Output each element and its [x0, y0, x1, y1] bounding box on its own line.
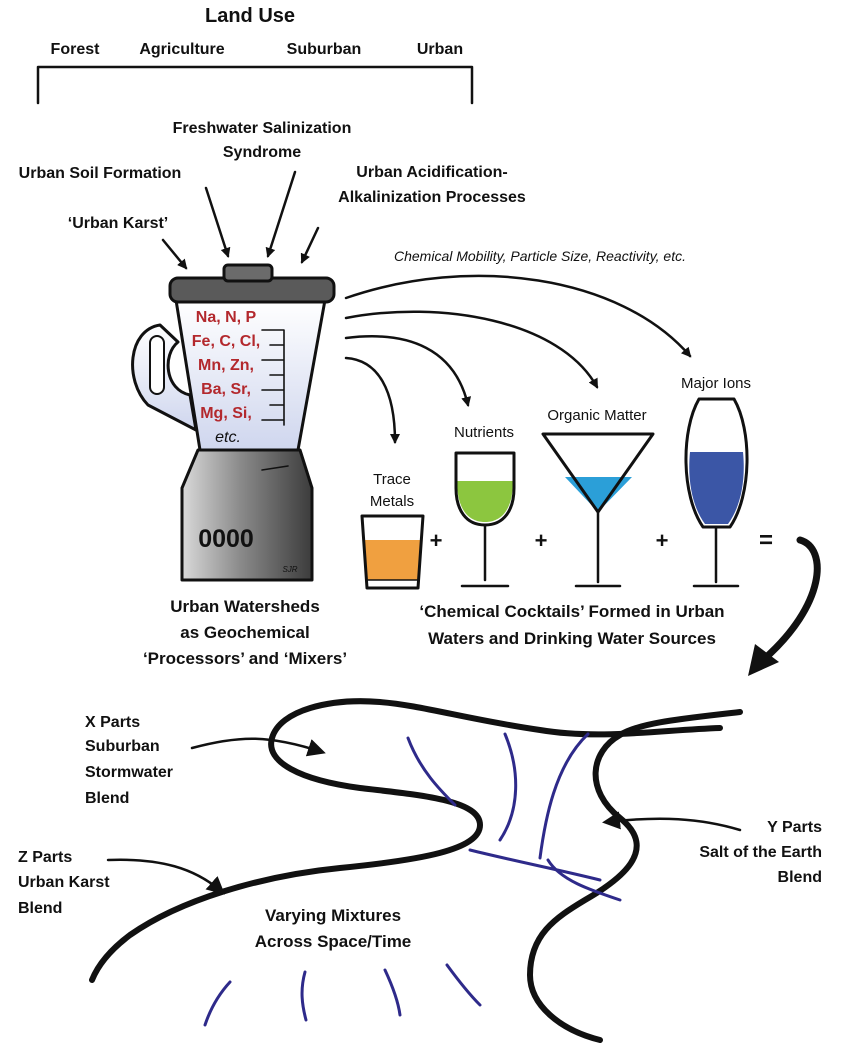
trace-metals-liquid [363, 540, 422, 580]
flow-line-2 [498, 732, 518, 842]
land-use-urban: Urban [417, 41, 463, 58]
element-line-4: Ba, Sr, [201, 381, 251, 398]
z-parts-line1: Z Parts [18, 849, 72, 866]
martini-glass-bowl [541, 432, 655, 514]
z-parts-line3: Blend [18, 900, 62, 917]
soil-formation-label: Urban Soil Formation [19, 165, 182, 182]
river-east-bank [527, 709, 743, 1043]
y-parts-line2: Salt of the Earth [699, 844, 822, 861]
trace-metals-glass [360, 514, 425, 590]
flow-line-4 [468, 848, 602, 882]
cocktails-caption-line1: ‘Chemical Cocktails’ Formed in Urban [419, 602, 724, 621]
mixtures-line1: Varying Mixtures [265, 906, 401, 925]
z-parts-line2: Urban Karst [18, 874, 110, 891]
urban-karst-label: ‘Urban Karst’ [68, 215, 168, 232]
x-parts-line4: Blend [85, 790, 129, 807]
organic-matter-glass [541, 432, 655, 588]
tall-glass-bowl [684, 397, 749, 529]
x-parts-arrow [190, 737, 326, 757]
cocktails-caption-line2: Waters and Drinking Water Sources [428, 629, 716, 648]
flow-line-5 [546, 858, 622, 902]
flow-line-3 [538, 732, 590, 860]
blender-measure-marks [261, 329, 285, 426]
element-line-3: Mn, Zn, [198, 357, 254, 374]
x-parts-line1: X Parts [85, 714, 140, 731]
flow-line-9 [445, 963, 482, 1007]
mixtures-line2: Across Space/Time [255, 932, 412, 951]
y-parts-arrow [602, 811, 742, 832]
blender-lid-cap [222, 263, 274, 283]
salinization-label-line1: Freshwater Salinization [173, 120, 352, 137]
big-arrow-shaft [759, 536, 821, 664]
blender-caption-line1: Urban Watersheds [170, 597, 320, 616]
element-line-2: Fe, C, Cl, [192, 333, 260, 350]
blender-base-highlight [261, 465, 289, 471]
organic-matter-liquid [565, 477, 632, 512]
major-ions-label: Major Ions [681, 375, 751, 392]
element-line-6: etc. [215, 429, 241, 446]
flow-line-8 [383, 968, 402, 1017]
arrow-to-organic-matter [344, 310, 599, 389]
land-use-agriculture: Agriculture [139, 41, 224, 58]
flow-line-6 [203, 980, 232, 1027]
organic-matter-label: Organic Matter [547, 407, 646, 424]
nutrients-liquid [457, 481, 513, 522]
wine-glass-stem [460, 523, 510, 588]
y-parts-line1: Y Parts [767, 819, 822, 836]
blender-caption-line2: as Geochemical [180, 623, 309, 642]
element-line-5: Mg, Si, [200, 405, 252, 422]
x-parts-line2: Suburban [85, 738, 160, 755]
tall-glass-stem [692, 525, 740, 588]
x-parts-line3: Stormwater [85, 764, 173, 781]
land-use-bracket [36, 65, 474, 105]
salinization-label-line2: Syndrome [223, 144, 301, 161]
element-line-1: Na, N, P [196, 309, 257, 326]
river-west-bank [89, 698, 723, 983]
blender-buttons: 0000 [198, 525, 254, 553]
trace-metals-label-line1: Trace [373, 471, 411, 488]
nutrients-glass [454, 451, 516, 588]
y-parts-line3: Blend [778, 869, 822, 886]
arrow-to-nutrients [344, 335, 472, 407]
nutrients-label: Nutrients [454, 424, 514, 441]
martini-glass-stem [574, 510, 622, 588]
acidification-label-line1: Urban Acidification- [356, 164, 507, 181]
shot-glass-outline [360, 514, 425, 590]
mobility-caption: Chemical Mobility, Particle Size, Reacti… [394, 248, 686, 264]
big-arrow-head [748, 644, 779, 676]
flow-line-7 [300, 970, 308, 1022]
flow-line-1 [406, 736, 457, 807]
land-use-forest: Forest [51, 41, 101, 58]
arrow-to-major-ions [344, 274, 692, 358]
blender: 0000 SJR Na, N, P Fe, C, Cl, Mn, Zn, Ba,… [131, 263, 336, 582]
plus-sign-2: + [535, 528, 548, 553]
blender-caption-line3: ‘Processors’ and ‘Mixers’ [143, 649, 347, 668]
land-use-title: Land Use [205, 5, 295, 27]
major-ions-glass [684, 397, 749, 588]
equals-sign: = [759, 527, 773, 554]
karst-arrow [161, 238, 188, 270]
soil-arrow [204, 186, 231, 258]
plus-sign-1: + [430, 528, 443, 553]
trace-metals-label-line2: Metals [370, 493, 414, 510]
plus-sign-3: + [656, 528, 669, 553]
blender-base [180, 448, 314, 582]
salinization-arrow [265, 170, 297, 258]
land-use-suburban: Suburban [287, 41, 362, 58]
major-ions-liquid [689, 452, 744, 524]
arrow-to-trace-metals [344, 356, 400, 444]
river [89, 698, 743, 1043]
acidification-arrow [300, 226, 320, 264]
blender-handle-grip [149, 335, 165, 395]
acidification-label-line2: Alkalinization Processes [338, 189, 526, 206]
artist-signature: SJR [282, 565, 297, 574]
z-parts-arrow [106, 858, 225, 895]
